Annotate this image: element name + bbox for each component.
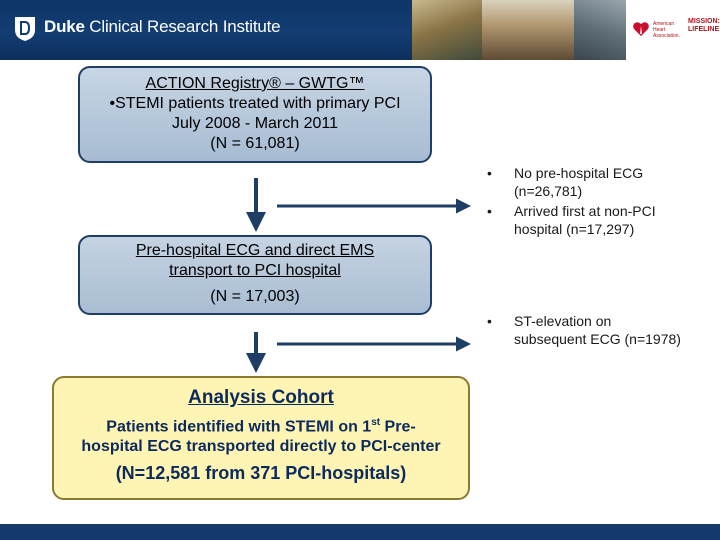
exclusion-list-1: No pre-hospital ECG (n=26,781) Arrived f…: [487, 164, 687, 238]
exclusion-item: ST-elevation on subsequent ECG (n=1978): [487, 312, 687, 348]
exclusion-item: No pre-hospital ECG (n=26,781): [487, 164, 687, 200]
institution-name: Duke Clinical Research Institute: [44, 17, 281, 36]
header-photo-tablet: [574, 0, 626, 60]
registry-count: (N = 61,081): [210, 135, 300, 152]
prehospital-ecg-line1: Pre-hospital ECG and direct EMS: [135, 242, 375, 259]
analysis-cohort-box: Analysis Cohort Patients identified with…: [52, 376, 470, 500]
registry-title: ACTION Registry® – GWTG™: [145, 75, 365, 92]
header-photo-hospital: [482, 0, 574, 60]
registry-box: ACTION Registry® – GWTG™ •STEMI patients…: [78, 66, 432, 163]
prehospital-ecg-line2: transport to PCI hospital: [169, 262, 341, 279]
exclusion-list-2: ST-elevation on subsequent ECG (n=1978): [487, 312, 687, 348]
duke-shield-icon: [15, 17, 35, 41]
prehospital-ecg-count: (N = 17,003): [210, 288, 300, 305]
aha-heart-torch-icon: [633, 22, 649, 36]
analysis-cohort-title: Analysis Cohort: [188, 387, 334, 408]
header-photo-building: [412, 0, 482, 60]
analysis-cohort-line1: Patients identified with STEMI on 1st Pr…: [106, 417, 416, 436]
mission-lifeline-logo-text: MISSION: LIFELINE: [688, 18, 720, 33]
analysis-cohort-line2: hospital ECG transported directly to PCI…: [81, 438, 441, 456]
header-banner: Duke Clinical Research Institute America…: [0, 0, 720, 60]
registry-criteria: •STEMI patients treated with primary PCI: [109, 95, 401, 112]
registry-period: July 2008 - March 2011: [171, 115, 338, 132]
exclusion-item: Arrived first at non-PCI hospital (n=17,…: [487, 202, 687, 238]
aha-logo-text: American Heart Association.: [653, 21, 680, 39]
prehospital-ecg-box: Pre-hospital ECG and direct EMS transpor…: [78, 235, 432, 315]
sponsor-logos: American Heart Association. MISSION: LIF…: [626, 0, 720, 60]
footer-bar: [0, 524, 720, 540]
analysis-cohort-count: (N=12,581 from 371 PCI-hospitals): [115, 463, 407, 484]
